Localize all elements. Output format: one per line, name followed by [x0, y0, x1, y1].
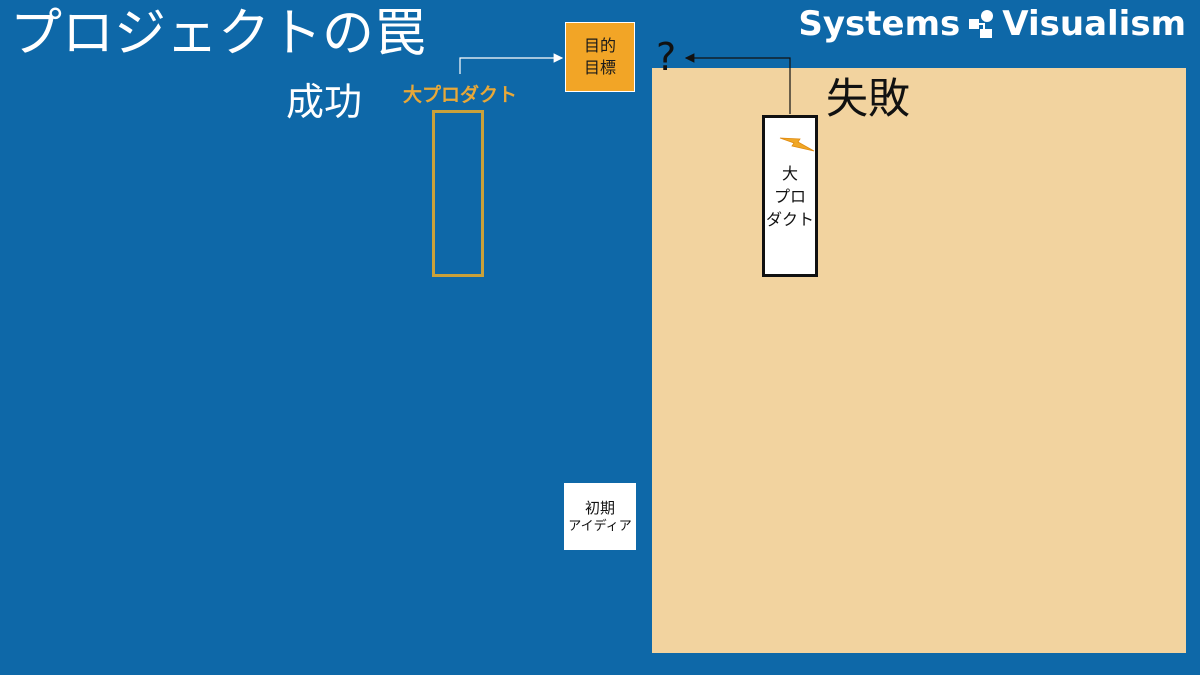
- question-mark: ?: [656, 35, 677, 79]
- arrow-to-goal: [459, 53, 564, 74]
- success-label: 成功: [286, 80, 363, 124]
- big-product-label: 大プロダクト: [403, 84, 518, 106]
- brand-name-left: Systems: [798, 4, 961, 44]
- big-product-outline: [432, 110, 484, 277]
- initial-idea-box: 初期 アイディア: [564, 483, 636, 550]
- brand-name-right: Visualism: [1002, 4, 1186, 44]
- failed-product-line2: プロ: [773, 187, 806, 207]
- failure-label: 失敗: [826, 74, 911, 123]
- brand-logo: Systems Visualism: [798, 4, 1186, 44]
- initial-idea-line2: アイディア: [568, 518, 632, 534]
- goal-line2: 目標: [583, 58, 616, 77]
- failure-area: [652, 68, 1186, 653]
- failed-product-line1: 大: [781, 164, 798, 183]
- goal-box: 目的 目標: [565, 22, 635, 92]
- initial-idea-line1: 初期: [584, 498, 615, 517]
- failed-product-line3: ダクト: [765, 210, 814, 230]
- flow-diagram-icon: [968, 9, 994, 39]
- arrow-to-question: [684, 53, 791, 114]
- lightning-icon: [778, 134, 816, 158]
- goal-line1: 目的: [583, 36, 616, 56]
- failed-product-box: 大 プロ ダクト: [762, 115, 818, 277]
- slide-title: プロジェクトの罠: [10, 4, 427, 64]
